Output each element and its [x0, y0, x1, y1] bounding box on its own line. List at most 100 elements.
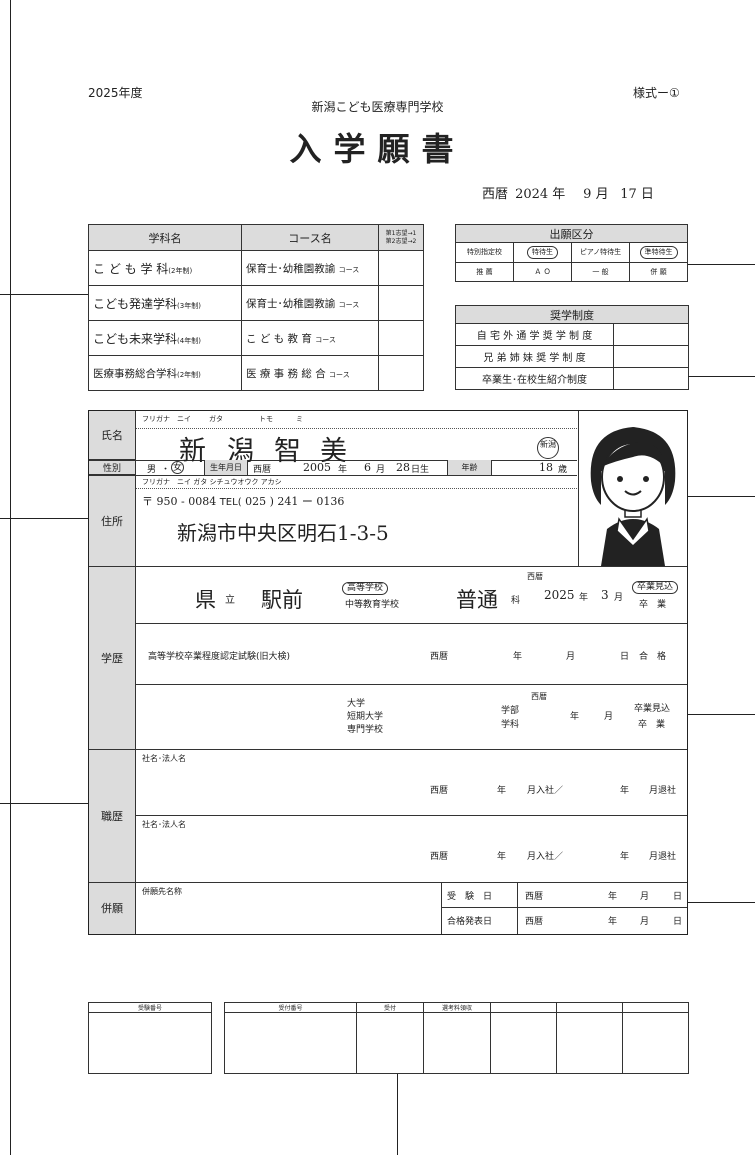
form-number: 様式ー① — [633, 86, 680, 100]
course-row: こども未来学科(4年制) こ ど も 教 育 コース — [88, 320, 424, 356]
univ-status-graduated[interactable]: 卒 業 — [638, 720, 666, 730]
age-label: 年齢 — [447, 460, 492, 475]
scholarship-table: 奨学制度 自 宅 外 通 学 奨 学 制 度 兄 弟 姉 妹 奨 学 制 度 卒… — [455, 305, 689, 390]
exam-date-era: 西暦 — [525, 892, 544, 902]
school-name-value[interactable]: 駅前 — [261, 588, 303, 612]
dob-day: 28 — [396, 461, 410, 474]
office-cell[interactable] — [88, 1012, 212, 1074]
label-sex: 性別 — [89, 460, 136, 475]
career-join: 月入社／ — [527, 786, 564, 796]
office-cell[interactable] — [622, 1012, 689, 1074]
grad-status-graduated[interactable]: 卒 業 — [639, 600, 667, 610]
exam-date-label: 受 験 日 — [447, 892, 493, 902]
application-type-title: 出願区分 — [455, 223, 688, 244]
type-semi-scholar[interactable]: 準特待生 — [639, 245, 678, 259]
date-day-unit: 日 — [640, 187, 654, 202]
label-concurrent: 併願 — [89, 882, 136, 934]
office-col-receipt: 受付 — [356, 1002, 424, 1013]
name-char: 新 — [179, 436, 206, 467]
prefecture-suffix: 県 — [195, 588, 216, 612]
exam-month-unit: 月 — [566, 652, 576, 662]
career-era: 西暦 — [430, 786, 449, 796]
address-value[interactable]: 新潟市中央区明石1-3-5 — [177, 521, 389, 545]
career-join: 月入社／ — [527, 852, 564, 862]
type-concurrent[interactable]: 併 願 — [629, 261, 688, 283]
scholarship-check[interactable] — [613, 367, 689, 390]
office-col-fee-receipt: 選考料領収 — [423, 1002, 491, 1013]
course-table: 学科名 コース名 第1志望→1 第2志望→2 こ ど も 学 科(2年制) 保育… — [88, 224, 424, 391]
course-name: 保育士･幼稚園教諭 — [246, 262, 336, 275]
tel-last: 0136 — [316, 495, 345, 508]
school-type-highschool: 高等学校 — [342, 582, 389, 595]
exam-pass[interactable]: 合 格 — [639, 652, 667, 662]
grad-month-unit: 月 — [614, 593, 624, 603]
scholarship-title: 奨学制度 — [455, 305, 689, 324]
exam-year-unit: 年 — [513, 652, 523, 662]
office-use-table: 受付番号 受付 選考料領収 — [224, 1002, 689, 1074]
career-leave: 月退社 — [649, 786, 677, 796]
sex-male[interactable]: 男 — [147, 465, 157, 475]
age-unit: 歳 — [558, 465, 568, 475]
course-row: 医療事務総合学科(2年制) 医 療 事 務 総 合 コース — [88, 355, 424, 391]
dept-name: こ ど も 学 科 — [93, 261, 169, 276]
office-cell[interactable] — [224, 1012, 357, 1074]
choice-field[interactable] — [378, 250, 424, 286]
exam-day-unit: 日 — [620, 652, 630, 662]
career-year-unit: 年 — [497, 852, 507, 862]
office-col-blank — [490, 1002, 557, 1013]
office-cell[interactable] — [490, 1012, 557, 1074]
dob-year-unit: 年 — [338, 465, 348, 475]
result-date-label: 合格発表日 — [447, 917, 493, 927]
divider — [136, 815, 687, 816]
type-general[interactable]: 一 般 — [571, 261, 630, 283]
choice-field[interactable] — [378, 285, 424, 321]
univ-type-vocational[interactable]: 専門学校 — [347, 725, 384, 735]
scholarship-check[interactable] — [613, 345, 689, 368]
exam-date-year: 年 — [608, 892, 618, 902]
name-char: 智 — [274, 436, 301, 467]
divider — [89, 475, 577, 476]
office-cell[interactable] — [356, 1012, 424, 1074]
dob-month-unit: 月 — [376, 465, 386, 475]
scholarship-row: 自 宅 外 通 学 奨 学 制 度 — [455, 323, 614, 346]
exam-label: 高等学校卒業程度認定試験(旧大検) — [148, 652, 291, 662]
applicant-form: 氏名 性別 住所 学歴 職歴 併願 フリガナ ニイ ガタ トモ ミ 新 潟 智 … — [88, 410, 688, 935]
univ-type-univ[interactable]: 大学 — [347, 699, 366, 709]
dept-name: こども未来学科 — [93, 331, 178, 346]
office-col-exam-number: 受験番号 — [88, 1002, 212, 1013]
career-year2-unit: 年 — [620, 852, 630, 862]
scholarship-check[interactable] — [613, 323, 689, 346]
type-special-school[interactable]: 特別指定校 — [455, 242, 514, 263]
header-choice: 第1志望→1 第2志望→2 — [378, 224, 424, 251]
univ-era: 西暦 — [531, 692, 547, 701]
dob-month: 6 — [364, 461, 371, 474]
choice-field[interactable] — [378, 355, 424, 391]
office-cell[interactable] — [423, 1012, 491, 1074]
type-ao[interactable]: Ａ Ｏ — [513, 261, 572, 283]
dob-era: 西暦 — [253, 465, 272, 475]
company-label: 社名･法人名 — [142, 754, 186, 763]
office-col-blank — [622, 1002, 689, 1013]
leader-line — [397, 1074, 398, 1155]
course-value[interactable]: 普通 — [456, 588, 498, 612]
divider — [89, 749, 687, 750]
dept-note: (2年制) — [177, 370, 201, 379]
univ-type-junior[interactable]: 短期大学 — [347, 712, 384, 722]
type-scholar[interactable]: 特待生 — [527, 245, 558, 259]
type-recommend[interactable]: 推 薦 — [455, 261, 514, 283]
divider — [89, 566, 687, 567]
leader-line — [0, 803, 88, 804]
application-type-table: 出願区分 特別指定校 特待生 ピアノ特待生 準特待生 推 薦 Ａ Ｏ 一 般 併… — [455, 223, 688, 283]
dept-name: 医療事務総合学科 — [93, 367, 177, 380]
sex-female[interactable]: 女 — [171, 461, 184, 474]
course-name: こ ど も 教 育 — [246, 332, 312, 345]
univ-status-expected[interactable]: 卒業見込 — [634, 704, 671, 714]
dept-name: こども発達学科 — [93, 296, 178, 311]
type-piano-scholar[interactable]: ピアノ特待生 — [571, 242, 630, 263]
grad-year: 2025 — [544, 588, 575, 602]
grad-year-unit: 年 — [579, 593, 589, 603]
choice-field[interactable] — [378, 320, 424, 356]
career-year2-unit: 年 — [620, 786, 630, 796]
school-type-secondary[interactable]: 中等教育学校 — [345, 600, 400, 610]
office-cell[interactable] — [556, 1012, 623, 1074]
